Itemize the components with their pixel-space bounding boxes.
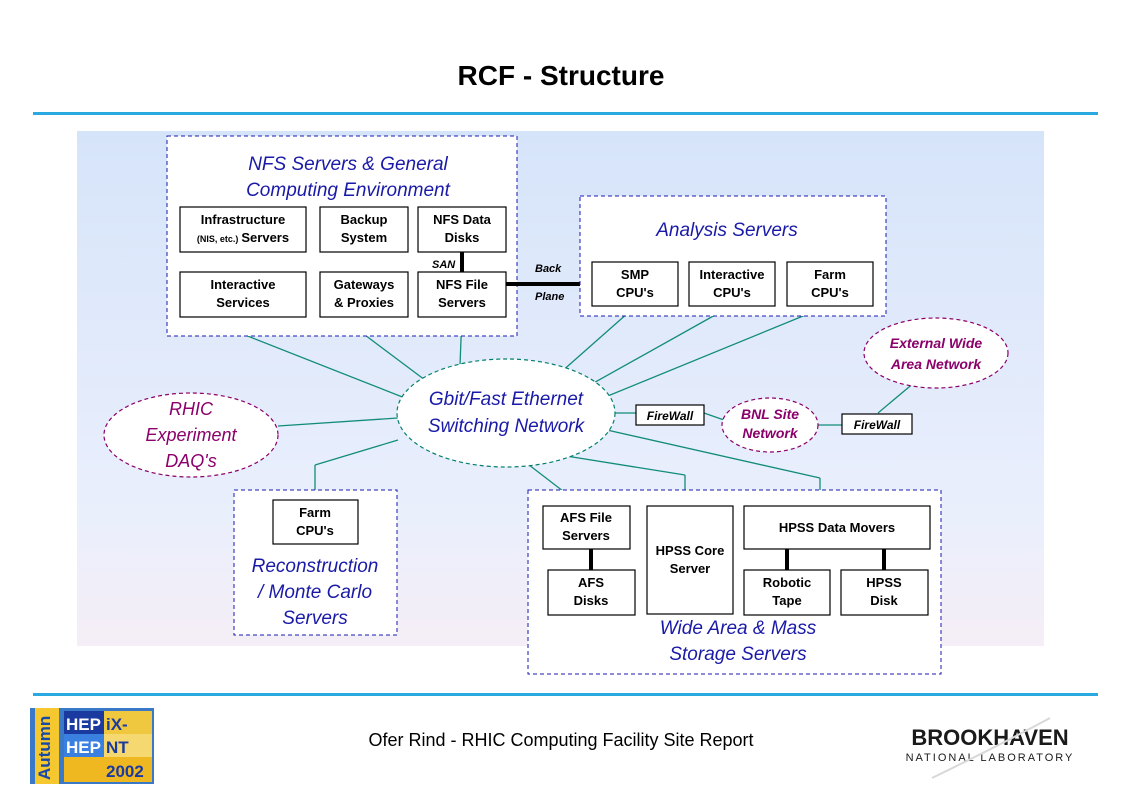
svg-text:Switching Network: Switching Network <box>428 416 586 437</box>
bottom-divider <box>33 693 1098 696</box>
firewall-box-1: FireWall <box>635 404 705 426</box>
afs-file-servers-box: AFS File Servers <box>542 505 631 550</box>
svg-text:CPU's: CPU's <box>616 285 654 300</box>
recon-farm-cpus-box: Farm CPU's <box>272 499 359 545</box>
farm-cpus-box: Farm CPU's <box>786 261 874 307</box>
smp-cpus-box: SMP CPU's <box>591 261 679 307</box>
svg-text:Interactive: Interactive <box>699 267 764 282</box>
svg-text:HPSS Data Movers: HPSS Data Movers <box>779 520 895 535</box>
svg-text:Disks: Disks <box>445 230 480 245</box>
svg-text:Farm: Farm <box>299 505 331 520</box>
svg-text:FireWall: FireWall <box>647 409 694 423</box>
backplane-label-line2: Plane <box>535 291 564 303</box>
svg-text:AFS File: AFS File <box>560 510 612 525</box>
rhic-daq-node: RHIC Experiment DAQ's <box>103 392 279 478</box>
footer-text: Ofer Rind - RHIC Computing Facility Site… <box>368 730 754 750</box>
backplane-label-line1: Back <box>535 263 562 275</box>
infrastructure-servers-box: Infrastructure (NIS, etc.)Servers <box>179 206 307 253</box>
bnl-swoosh <box>931 717 1051 779</box>
svg-text:Robotic: Robotic <box>763 575 811 590</box>
svg-text:HEP: HEP <box>66 715 101 734</box>
hpss-core-server-box: HPSS Core Server <box>646 505 734 615</box>
recon-title-line2: / Monte Carlo <box>256 582 372 603</box>
svg-text:& Proxies: & Proxies <box>334 295 394 310</box>
svg-text:NFS Data: NFS Data <box>433 212 492 227</box>
gateways-proxies-box: Gateways & Proxies <box>319 271 409 318</box>
nfs-data-disks-box: NFS Data Disks <box>417 206 507 253</box>
svg-text:FireWall: FireWall <box>854 418 901 432</box>
nfs-file-servers-box: NFS File Servers <box>417 271 507 318</box>
svg-text:CPU's: CPU's <box>296 523 334 538</box>
svg-text:HEP: HEP <box>66 738 101 757</box>
svg-text:iX-: iX- <box>106 715 128 734</box>
svg-text:Autumn: Autumn <box>35 716 54 780</box>
svg-text:Gateways: Gateways <box>334 277 395 292</box>
svg-text:BNL Site: BNL Site <box>741 406 799 422</box>
bnl-site-network-node: BNL Site Network <box>721 397 819 453</box>
afs-disks-box: AFS Disks <box>547 569 636 616</box>
firewall-box-2: FireWall <box>841 413 913 435</box>
svg-text:Services: Services <box>216 295 270 310</box>
svg-text:Area Network: Area Network <box>890 356 982 372</box>
svg-text:Infrastructure: Infrastructure <box>201 212 286 227</box>
svg-text:System: System <box>341 230 387 245</box>
recon-title-line3: Servers <box>282 608 348 629</box>
svg-text:RHIC: RHIC <box>169 399 214 419</box>
external-wan-node: External Wide Area Network <box>863 317 1009 389</box>
analysis-servers-group: Analysis Servers SMP CPU's Interactive C… <box>579 195 887 317</box>
reconstruction-group: Farm CPU's Reconstruction / Monte Carlo … <box>233 489 398 636</box>
hepix-logo: Autumn HEP iX- HEP NT 2002 <box>30 708 154 784</box>
svg-text:Disk: Disk <box>870 593 898 608</box>
nfs-group-title-line1: NFS Servers & General <box>248 154 448 175</box>
svg-text:Gbit/Fast Ethernet: Gbit/Fast Ethernet <box>429 389 584 410</box>
hpss-data-movers-box: HPSS Data Movers <box>743 505 931 550</box>
svg-text:HPSS Core: HPSS Core <box>656 543 725 558</box>
svg-text:NATIONAL LABORATORY: NATIONAL LABORATORY <box>906 752 1075 764</box>
svg-text:(NIS, etc.)Servers: (NIS, etc.)Servers <box>197 230 289 245</box>
svg-text:BROOKHAVEN: BROOKHAVEN <box>911 725 1068 750</box>
switching-network-node: Gbit/Fast Ethernet Switching Network <box>396 358 616 468</box>
svg-text:2002: 2002 <box>106 762 144 781</box>
nfs-servers-group: NFS Servers & General Computing Environm… <box>166 135 518 337</box>
svg-text:SMP: SMP <box>621 267 650 282</box>
svg-text:Interactive: Interactive <box>210 277 275 292</box>
svg-text:Tape: Tape <box>772 593 801 608</box>
svg-text:DAQ's: DAQ's <box>165 451 216 471</box>
analysis-group-title: Analysis Servers <box>655 220 798 241</box>
svg-text:AFS: AFS <box>578 575 604 590</box>
svg-text:CPU's: CPU's <box>713 285 751 300</box>
svg-text:Farm: Farm <box>814 267 846 282</box>
nfs-group-title-line2: Computing Environment <box>246 180 451 201</box>
svg-text:Servers: Servers <box>438 295 486 310</box>
san-label: SAN <box>432 259 456 271</box>
svg-text:Experiment: Experiment <box>145 425 237 445</box>
svg-text:External Wide: External Wide <box>890 335 983 351</box>
svg-text:NT: NT <box>106 738 129 757</box>
recon-title-line1: Reconstruction <box>252 556 379 577</box>
storage-title-line2: Storage Servers <box>669 644 807 665</box>
robotic-tape-box: Robotic Tape <box>743 569 831 616</box>
svg-text:Servers: Servers <box>562 528 610 543</box>
hpss-disk-box: HPSS Disk <box>840 569 929 616</box>
svg-text:NFS File: NFS File <box>436 277 488 292</box>
interactive-cpus-box: Interactive CPU's <box>688 261 776 307</box>
svg-text:HPSS: HPSS <box>866 575 902 590</box>
top-divider <box>33 112 1098 115</box>
svg-text:Network: Network <box>742 425 798 441</box>
slide-title: RCF - Structure <box>457 60 665 91</box>
backup-system-box: Backup System <box>319 206 409 253</box>
svg-text:Backup: Backup <box>341 212 388 227</box>
svg-text:Disks: Disks <box>574 593 609 608</box>
svg-text:Server: Server <box>670 561 710 576</box>
bnl-logo: BROOKHAVEN NATIONAL LABORATORY <box>906 717 1075 779</box>
storage-title-line1: Wide Area & Mass <box>660 618 817 639</box>
interactive-services-box: Interactive Services <box>179 271 307 318</box>
svg-text:CPU's: CPU's <box>811 285 849 300</box>
storage-servers-group: AFS File Servers AFS Disks HPSS Core Ser… <box>527 489 942 675</box>
